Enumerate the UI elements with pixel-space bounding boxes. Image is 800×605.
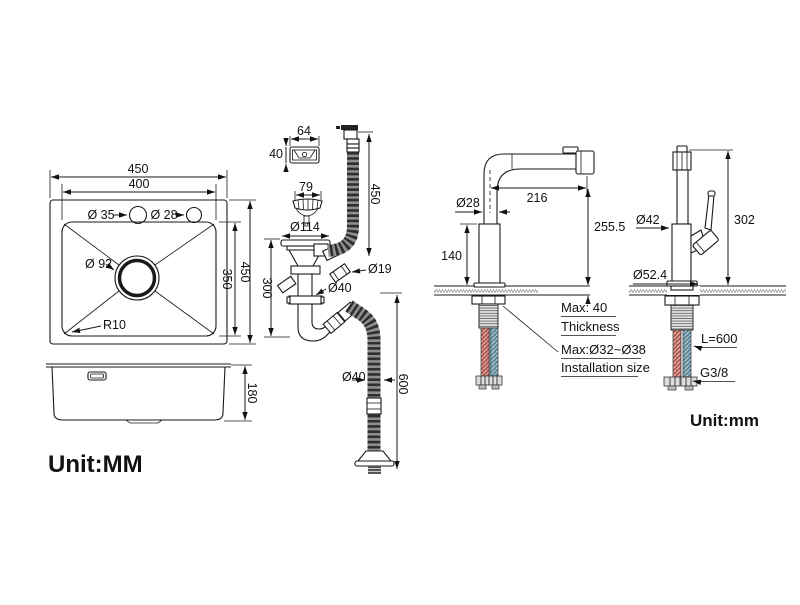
countertop-right (629, 287, 667, 294)
dim-tailpipe: Ø40 (328, 281, 352, 295)
drain-hose (345, 300, 395, 474)
dim-corner-radius: R10 (103, 318, 126, 332)
dim-overflow-pipe: Ø19 (368, 262, 392, 276)
dim-assembly-height: 300 (260, 278, 274, 299)
accessory-hole (185, 206, 203, 224)
note-installation-label: Installation size (561, 360, 650, 375)
dim-spout-reach: 216 (527, 191, 548, 205)
dim-overflow-hose-length: 450 (368, 184, 382, 205)
dim-faucet-height: 255.5 (594, 220, 625, 234)
dim-drain-hole: Ø 92 (85, 257, 112, 271)
dim-faucet-hole: Ø 35 (87, 208, 114, 222)
sink-stopper: 64 40 (269, 124, 320, 172)
label-hose-length: L=600 (701, 331, 738, 346)
faucet-hole (128, 205, 148, 225)
drain-hole-outer (114, 255, 160, 301)
dim-flange-dia: Ø114 (290, 220, 320, 234)
dim-spout-dia: Ø28 (456, 196, 480, 210)
tall-faucet-body (666, 145, 719, 291)
sink-outer-rim (49, 199, 228, 345)
tall-faucet-diagram: Ø42 302 Ø52.4 L=600 G3/8 (629, 145, 786, 391)
hot-supply-hose (672, 329, 682, 378)
sink-side-view: 180 (46, 363, 259, 424)
dim-sink-inner-width: 400 (129, 177, 150, 191)
dim-stopper-width: 64 (297, 124, 311, 138)
pullout-faucet-body (478, 223, 501, 284)
strainer-basket: 79 (292, 180, 323, 227)
dim-body-dia: Ø42 (636, 213, 660, 227)
overflow-elbow-fitting (328, 262, 352, 284)
pullout-spray-head (575, 150, 595, 175)
dim-tall-height: 302 (734, 213, 755, 227)
dim-bowl-depth: 180 (245, 383, 259, 404)
dim-drain-hose-length: 600 (396, 374, 410, 395)
dim-basin-depth: 350 (220, 269, 234, 290)
pullout-faucet-diagram: Ø28 216 255.5 140 Max: 40 (434, 146, 650, 390)
sink-top-view: 450 400 Ø 35 Ø 28 Ø 92 R10 350 (49, 162, 256, 345)
drain-assembly: 64 40 79 (260, 124, 410, 474)
tall-faucet-mounting (663, 295, 700, 391)
label-thread-size: G3/8 (700, 365, 728, 380)
note-thickness-label: Thickness (561, 319, 620, 334)
dim-stopper-height: 40 (269, 147, 283, 161)
unit-label-left: Unit:MM (48, 451, 143, 478)
sink-basin (61, 221, 217, 337)
dim-basket-width: 79 (299, 180, 313, 194)
overflow-hose (327, 125, 360, 257)
dim-drain-hose-dia: Ø40 (342, 370, 366, 384)
drain-hole-ring (117, 258, 157, 298)
dim-base-dia: Ø52.4 (633, 268, 667, 282)
dim-sink-outer-depth: 450 (238, 262, 252, 283)
dim-accessory-hole: Ø 28 (150, 208, 177, 222)
dim-sink-outer-width: 450 (128, 162, 149, 176)
dim-body-height: 140 (441, 249, 462, 263)
cold-supply-hose (489, 327, 499, 377)
cold-supply-hose (682, 329, 692, 378)
overflow-hole (87, 371, 107, 381)
pullout-faucet-mounting (471, 295, 506, 390)
sink-bowl-profile (51, 366, 226, 421)
unit-label-right: Unit:mm (690, 411, 759, 430)
note-installation-value: Max:Ø32~Ø38 (561, 342, 646, 357)
countertop-left (434, 287, 538, 294)
note-thickness-value: Max: 40 (561, 300, 607, 315)
hot-supply-hose (480, 327, 490, 377)
